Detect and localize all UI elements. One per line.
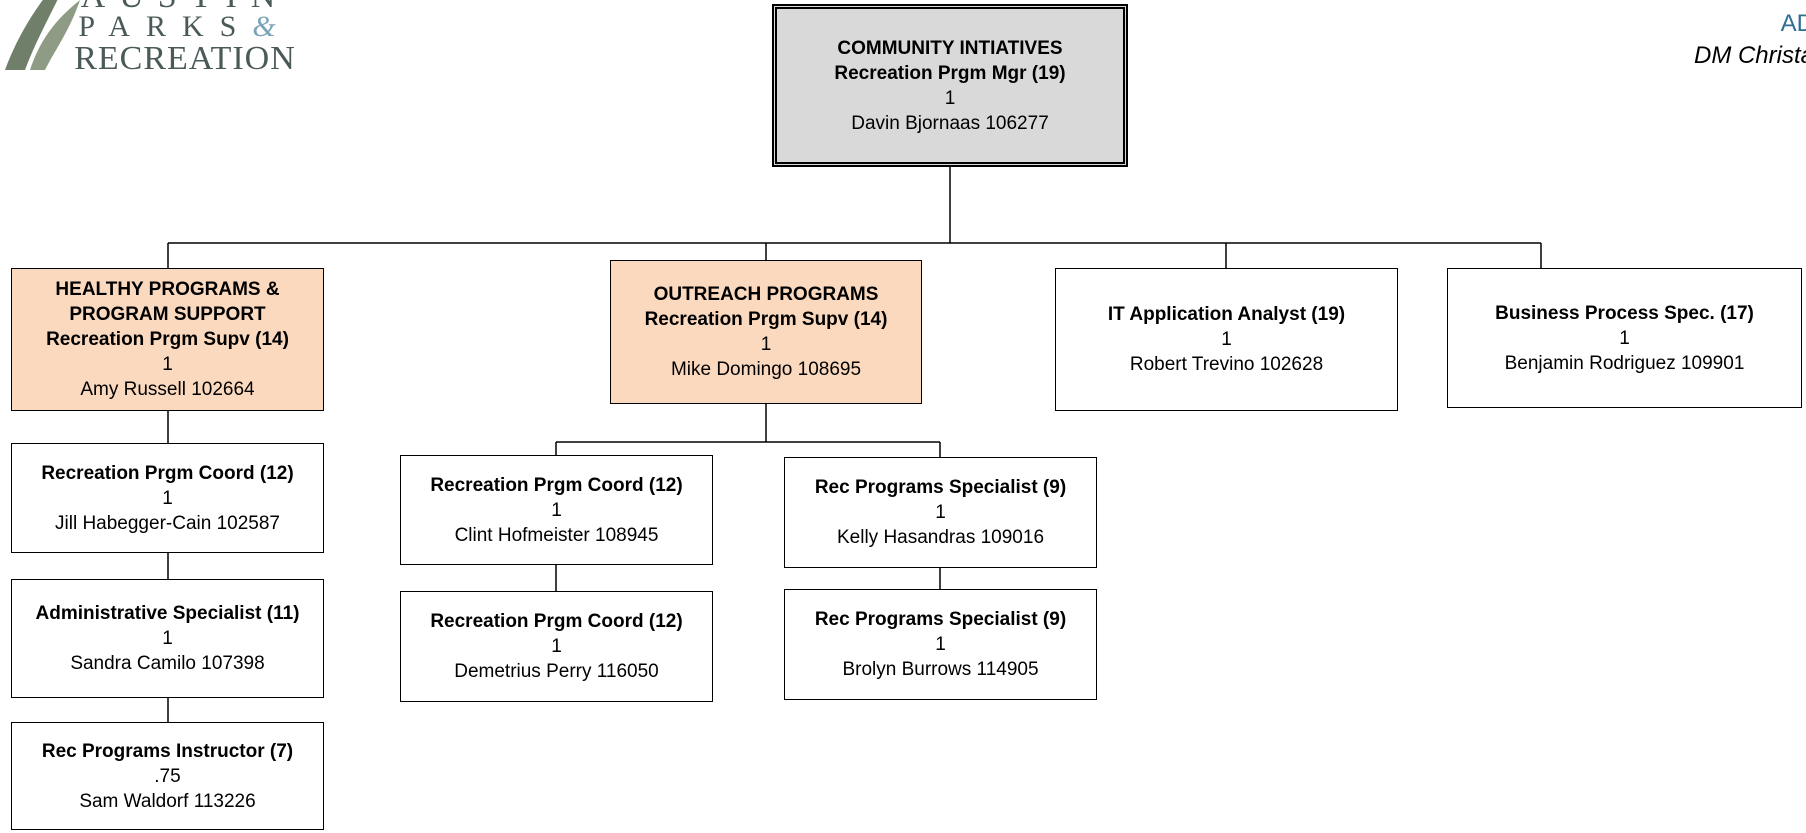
node-title: Rec Programs Specialist (9) [814, 477, 1067, 498]
node-person: Davin Bjornaas 106277 [851, 112, 1049, 134]
node-person: Brolyn Burrows 114905 [842, 659, 1039, 680]
node-fte: 1 [944, 87, 956, 109]
org-node-rec-programs-instructor: Rec Programs Instructor (7) .75 Sam Wald… [11, 722, 324, 830]
node-title: Business Process Spec. (17) [1495, 302, 1754, 324]
node-person: Sandra Camilo 107398 [70, 653, 265, 674]
logo-wordmark: AUSTIN PARKS& RECREATION [60, 0, 310, 76]
node-position: Recreation Prgm Mgr (19) [834, 62, 1066, 84]
node-person: Sam Waldorf 113226 [79, 790, 256, 812]
node-title: Rec Programs Instructor (7) [41, 740, 294, 762]
node-fte: 1 [935, 634, 946, 655]
node-person: Jill Habegger-Cain 102587 [55, 512, 280, 534]
node-title: Rec Programs Specialist (9) [814, 609, 1067, 630]
node-fte: 1 [162, 628, 173, 649]
node-position: Recreation Prgm Supv (14) [644, 309, 888, 330]
node-person: Clint Hofmeister 108945 [454, 524, 659, 546]
node-person: Benjamin Rodriguez 109901 [1504, 352, 1745, 374]
node-fte: 1 [551, 499, 562, 521]
node-fte: 1 [551, 636, 562, 657]
node-fte: 1 [162, 487, 173, 509]
logo-ampersand: & [252, 10, 292, 43]
org-node-healthy-programs: HEALTHY PROGRAMS & PROGRAM SUPPORT Recre… [11, 268, 324, 411]
page-header: AD DM Christa [1694, 8, 1806, 72]
node-person: Kelly Hasandras 109016 [836, 527, 1045, 548]
org-node-community-initiatives: COMMUNITY INTIATIVES Recreation Prgm Mgr… [772, 4, 1128, 167]
logo-line-recreation: RECREATION [74, 40, 296, 77]
austin-parks-logo: AUSTIN PARKS& RECREATION [0, 0, 310, 80]
node-person: Amy Russell 102664 [80, 379, 255, 400]
org-node-administrative-specialist: Administrative Specialist (11) 1 Sandra … [11, 579, 324, 698]
node-title: Recreation Prgm Coord (12) [430, 474, 683, 496]
org-node-it-application-analyst: IT Application Analyst (19) 1 Robert Tre… [1055, 268, 1398, 411]
org-node-rec-programs-specialist-hasandras: Rec Programs Specialist (9) 1 Kelly Hasa… [784, 457, 1097, 568]
leaf-icon [5, 0, 80, 70]
header-code: AD [1780, 10, 1806, 37]
node-title: Recreation Prgm Coord (12) [430, 611, 683, 632]
org-node-rec-programs-specialist-burrows: Rec Programs Specialist (9) 1 Brolyn Bur… [784, 589, 1097, 700]
org-node-recreation-prgm-coord-hofmeister: Recreation Prgm Coord (12) 1 Clint Hofme… [400, 455, 713, 565]
org-node-business-process-spec: Business Process Spec. (17) 1 Benjamin R… [1447, 268, 1802, 408]
node-fte: 1 [162, 354, 173, 375]
org-node-outreach-programs: OUTREACH PROGRAMS Recreation Prgm Supv (… [610, 260, 922, 404]
org-node-recreation-prgm-coord-habegger: Recreation Prgm Coord (12) 1 Jill Habegg… [11, 443, 324, 553]
node-fte: 1 [1221, 329, 1232, 350]
node-fte: 1 [1619, 327, 1630, 349]
node-title: Recreation Prgm Coord (12) [41, 462, 294, 484]
node-title: OUTREACH PROGRAMS [653, 284, 879, 305]
node-title: IT Application Analyst (19) [1107, 304, 1346, 325]
node-title: COMMUNITY INTIATIVES [837, 37, 1063, 59]
node-fte: .75 [154, 765, 181, 787]
node-person: Mike Domingo 108695 [670, 359, 862, 380]
node-person: Demetrius Perry 116050 [454, 661, 659, 682]
logo-line-parks: PARKS& [78, 10, 292, 43]
node-title: Administrative Specialist (11) [35, 603, 300, 624]
node-fte: 1 [935, 502, 946, 523]
org-node-recreation-prgm-coord-perry: Recreation Prgm Coord (12) 1 Demetrius P… [400, 591, 713, 702]
node-fte: 1 [760, 334, 772, 355]
header-division-manager: DM Christa [1693, 42, 1806, 69]
node-position: Recreation Prgm Supv (14) [46, 329, 289, 350]
node-person: Robert Trevino 102628 [1129, 354, 1324, 375]
node-title: HEALTHY PROGRAMS & PROGRAM SUPPORT [55, 279, 280, 325]
